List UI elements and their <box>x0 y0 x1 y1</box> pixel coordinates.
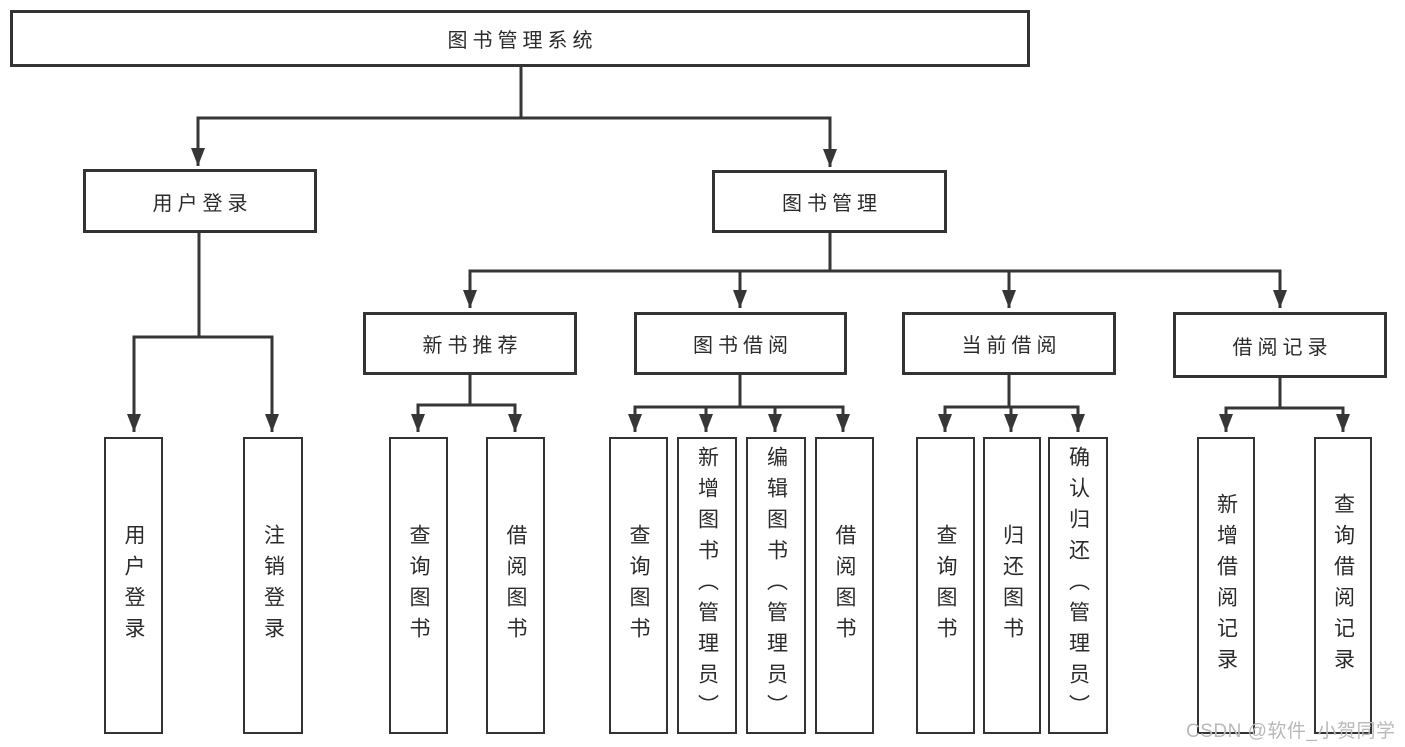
leaf-label: 查询图书 <box>407 523 430 648</box>
leaf-logout: 注销登录 <box>243 437 303 734</box>
node-label: 用户登录 <box>152 192 253 215</box>
node-label: 新书推荐 <box>422 335 523 357</box>
leaf-current-confirm-return-admin: 确认归还（管理员） <box>1048 437 1108 734</box>
connector-borrow-bar <box>633 375 845 409</box>
connector-mgmt-bar <box>468 233 1282 273</box>
leaf-label: 新增图书（管理员） <box>695 446 719 725</box>
connector-records-bar <box>1224 378 1345 410</box>
node-current-borrow: 当前借阅 <box>902 312 1116 375</box>
leaf-label: 借阅图书 <box>833 523 856 648</box>
connector-newrec-bar <box>416 375 517 407</box>
node-book-borrow: 图书借阅 <box>634 312 847 375</box>
leaf-label: 查询图书 <box>627 523 650 648</box>
node-label: 借阅记录 <box>1232 336 1333 359</box>
node-label: 图书管理 <box>782 193 882 215</box>
leaf-borrow-edit-books-admin: 编辑图书（管理员） <box>746 437 806 734</box>
node-label: 当前借阅 <box>961 335 1062 357</box>
leaf-current-query-books: 查询图书 <box>916 437 975 734</box>
connector-login-bar <box>132 233 274 339</box>
node-system-root: 图书管理系统 <box>10 10 1030 67</box>
leaf-label: 查询借阅记录 <box>1331 492 1355 679</box>
leaf-label: 新增借阅记录 <box>1214 492 1238 679</box>
connector-group <box>127 67 1350 432</box>
connector-root-bar <box>196 67 832 120</box>
leaf-newrec-query-books: 查询图书 <box>389 437 448 734</box>
node-user-login: 用户登录 <box>83 169 317 233</box>
node-borrow-records: 借阅记录 <box>1173 312 1387 378</box>
leaf-label: 查询图书 <box>934 523 957 648</box>
leaf-label: 注销登录 <box>261 523 285 648</box>
node-label: 图书借阅 <box>693 335 793 357</box>
leaf-label: 归还图书 <box>1000 523 1024 648</box>
leaf-user-login: 用户登录 <box>104 437 163 734</box>
leaf-label: 用户登录 <box>122 523 145 648</box>
leaf-newrec-borrow-books: 借阅图书 <box>486 437 545 734</box>
leaf-records-add-record: 新增借阅记录 <box>1197 437 1255 734</box>
node-new-book-recommend: 新书推荐 <box>363 312 577 375</box>
leaf-borrow-borrow-books: 借阅图书 <box>815 437 874 734</box>
leaf-label: 编辑图书（管理员） <box>764 446 788 725</box>
node-label: 图书管理系统 <box>447 30 598 52</box>
connector-current-bar <box>943 375 1080 409</box>
leaf-borrow-add-books-admin: 新增图书（管理员） <box>677 437 737 734</box>
node-book-management: 图书管理 <box>712 170 947 233</box>
leaf-current-return-books: 归还图书 <box>983 437 1041 734</box>
leaf-label: 借阅图书 <box>504 523 527 648</box>
leaf-borrow-query-books: 查询图书 <box>609 437 668 734</box>
leaf-records-query-record: 查询借阅记录 <box>1314 437 1372 734</box>
csdn-watermark: CSDN @软件_小贺同学 <box>1186 721 1396 742</box>
leaf-label: 确认归还（管理员） <box>1066 446 1090 725</box>
